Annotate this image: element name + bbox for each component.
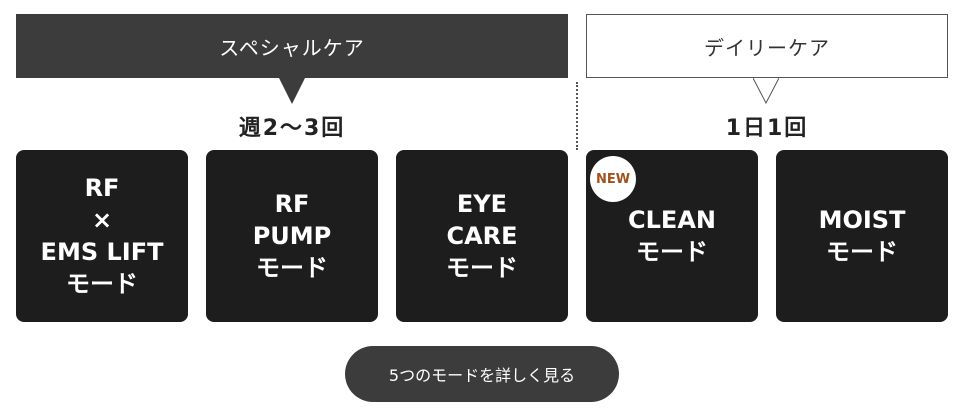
mode-card-eye-care[interactable]: EYE CARE モード xyxy=(396,150,568,322)
daily-care-header: デイリーケア xyxy=(586,14,948,78)
special-care-frequency: 週2〜3回 xyxy=(238,116,346,141)
card-line: EYE xyxy=(456,190,508,218)
special-care-header: スペシャルケア xyxy=(16,14,568,78)
section-divider xyxy=(576,82,578,150)
special-care-pointer xyxy=(279,78,305,104)
card-line: モード xyxy=(636,238,708,266)
card-line: モード xyxy=(66,270,138,298)
card-line: RF xyxy=(84,174,120,202)
daily-care-frequency: 1日1回 xyxy=(725,116,809,141)
card-line: モード xyxy=(256,254,328,282)
new-badge: NEW xyxy=(590,156,636,202)
card-line: × xyxy=(91,206,113,234)
daily-care-label: デイリーケア xyxy=(704,35,830,60)
card-line: MOIST xyxy=(818,206,906,234)
card-line: モード xyxy=(446,254,518,282)
mode-card-rf-ems-lift[interactable]: RF × EMS LIFT モード xyxy=(16,150,188,322)
card-line: RF xyxy=(274,190,310,218)
mode-card-moist[interactable]: MOIST モード xyxy=(776,150,948,322)
daily-care-pointer xyxy=(753,78,779,104)
card-line: CARE xyxy=(446,222,518,250)
see-modes-button[interactable]: 5つのモードを詳しく見る xyxy=(345,346,619,402)
special-care-label: スペシャルケア xyxy=(219,35,365,60)
mode-card-rf-pump[interactable]: RF PUMP モード xyxy=(206,150,378,322)
card-line: EMS LIFT xyxy=(40,238,164,266)
card-line: CLEAN xyxy=(628,206,716,234)
card-line: PUMP xyxy=(252,222,332,250)
card-line: モード xyxy=(826,238,898,266)
